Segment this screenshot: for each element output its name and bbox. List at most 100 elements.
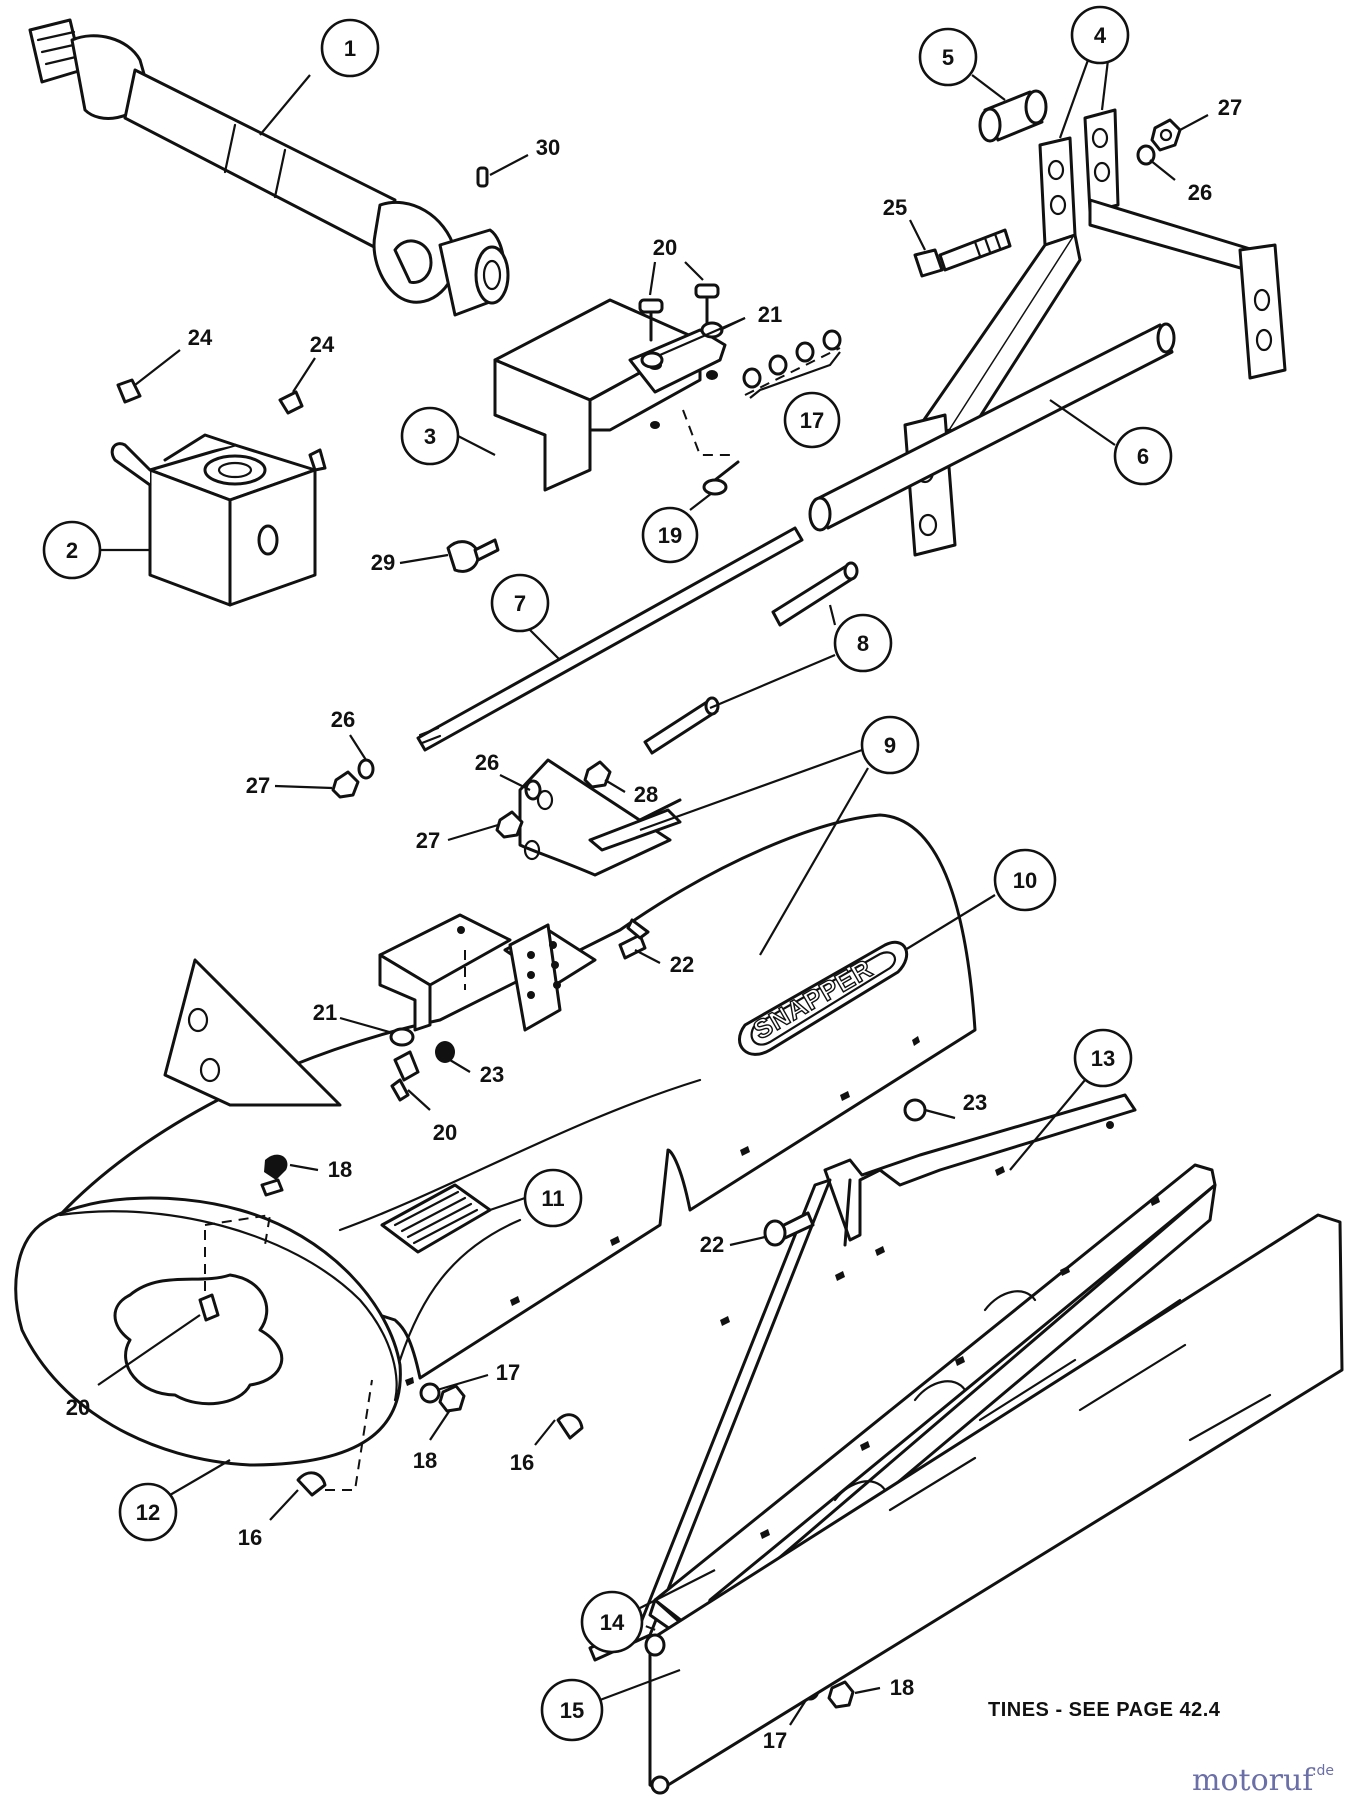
callout-17-circled: 17 bbox=[749, 351, 841, 449]
label-16-housing: 16 bbox=[238, 1489, 299, 1550]
callout-11-number: 11 bbox=[541, 1186, 564, 1211]
label-17-rail: 17 bbox=[763, 1699, 807, 1753]
label-24-right: 24 bbox=[292, 332, 335, 393]
label-20-top-number: 20 bbox=[653, 235, 677, 260]
callout-1: 1 bbox=[259, 18, 380, 136]
tines-note: TINES - SEE PAGE 42.4 bbox=[988, 1699, 1221, 1721]
callout-7-number: 7 bbox=[514, 591, 526, 616]
label-18-housing: 18 bbox=[413, 1409, 451, 1473]
label-26-bracket-number: 26 bbox=[475, 750, 499, 775]
callout-14-number: 14 bbox=[600, 1610, 625, 1635]
callout-9-number: 9 bbox=[884, 733, 896, 758]
screw-29-drawing bbox=[446, 538, 500, 573]
label-30-number: 30 bbox=[536, 135, 560, 160]
callout-5: 5 bbox=[918, 27, 1006, 101]
label-23-housing-number: 23 bbox=[480, 1062, 504, 1087]
label-20-top: 20 bbox=[648, 235, 704, 296]
label-24-left-number: 24 bbox=[188, 325, 213, 350]
label-21-housing-number: 21 bbox=[313, 1000, 337, 1025]
callout-8-number: 8 bbox=[857, 631, 869, 656]
label-17-rail-number: 17 bbox=[763, 1728, 787, 1753]
callout-12: 12 bbox=[118, 1459, 231, 1542]
label-26-rod-number: 26 bbox=[331, 707, 355, 732]
housing-hardware-drawing bbox=[198, 760, 650, 1497]
rail-14-drawing bbox=[629, 1163, 1217, 1709]
watermark-name: motoruf bbox=[1192, 1763, 1315, 1798]
label-22-housing: 22 bbox=[634, 949, 694, 977]
callout-13-number: 13 bbox=[1091, 1046, 1115, 1071]
callout-13: 13 bbox=[1009, 1028, 1133, 1171]
callout-14: 14 bbox=[580, 1569, 716, 1654]
callout-19-circled-number: 19 bbox=[658, 523, 682, 548]
label-19-cap-number: 20 bbox=[66, 1395, 90, 1420]
callout-17-circled-number: 17 bbox=[800, 408, 824, 433]
label-26-hitch-number: 26 bbox=[1188, 180, 1212, 205]
label-21-top-number: 21 bbox=[758, 302, 782, 327]
callout-1-number: 1 bbox=[344, 36, 356, 61]
callout-9: 9 bbox=[639, 715, 920, 956]
label-22-bracket-number: 22 bbox=[700, 1232, 724, 1257]
label-23-housing: 23 bbox=[449, 1059, 504, 1087]
label-29: 29 bbox=[371, 550, 449, 575]
label-26-hitch: 26 bbox=[1149, 159, 1212, 205]
callout-2-number: 2 bbox=[66, 538, 78, 563]
callout-2: 2 bbox=[42, 520, 150, 580]
pins-8-drawing bbox=[643, 561, 859, 755]
label-27-rod-number: 27 bbox=[246, 773, 270, 798]
label-18-top: 18 bbox=[289, 1157, 352, 1182]
label-22-housing-number: 22 bbox=[670, 952, 694, 977]
callout-15-number: 15 bbox=[560, 1698, 584, 1723]
label-17-housing-number: 17 bbox=[496, 1360, 520, 1385]
label-17-housing: 17 bbox=[436, 1360, 520, 1392]
label-21-housing: 21 bbox=[313, 1000, 394, 1035]
label-27-hitch: 27 bbox=[1179, 95, 1242, 131]
label-25: 25 bbox=[883, 195, 926, 251]
hitch-frame-drawing bbox=[903, 108, 1287, 557]
callout-6-number: 6 bbox=[1137, 444, 1149, 469]
label-25-number: 25 bbox=[883, 195, 907, 220]
callout-5-number: 5 bbox=[942, 45, 954, 70]
callout-12-number: 12 bbox=[136, 1500, 160, 1525]
label-28: 28 bbox=[604, 779, 658, 807]
label-20-housing: 20 bbox=[407, 1089, 457, 1145]
label-23-bracket: 23 bbox=[924, 1090, 987, 1120]
callout-8: 8 bbox=[709, 604, 893, 710]
callout-4-number: 4 bbox=[1094, 23, 1107, 48]
label-26-bracket: 26 bbox=[475, 750, 531, 791]
callout-11: 11 bbox=[489, 1168, 583, 1228]
label-24-right-number: 24 bbox=[310, 332, 335, 357]
callout-7: 7 bbox=[490, 573, 561, 661]
pin-30-drawing bbox=[476, 166, 489, 188]
watermark: motoruf .de bbox=[1192, 1763, 1334, 1798]
label-26-rod: 26 bbox=[331, 707, 367, 761]
label-21-top: 21 bbox=[659, 302, 782, 357]
label-18-housing-number: 18 bbox=[413, 1448, 437, 1473]
keys-24-drawing bbox=[116, 378, 304, 415]
label-18-rail: 18 bbox=[854, 1675, 914, 1700]
hitch-nut-drawing bbox=[1136, 118, 1182, 166]
callout-3-number: 3 bbox=[424, 424, 436, 449]
label-29-number: 29 bbox=[371, 550, 395, 575]
callout-6: 6 bbox=[1049, 399, 1173, 486]
shield-hardware-drawing bbox=[638, 283, 842, 496]
rod-end-nut-drawing bbox=[331, 758, 375, 799]
label-16-rail-number: 16 bbox=[510, 1450, 534, 1475]
label-27-bracket-number: 27 bbox=[416, 828, 440, 853]
spacer-5-drawing bbox=[978, 89, 1048, 143]
callout-19-circled: 19 bbox=[641, 492, 713, 564]
pto-shaft-drawing bbox=[28, 18, 510, 317]
bolt-25-drawing bbox=[913, 228, 1012, 278]
label-27-hitch-number: 27 bbox=[1218, 95, 1242, 120]
label-18-rail-number: 18 bbox=[890, 1675, 914, 1700]
label-20-housing-number: 20 bbox=[433, 1120, 457, 1145]
flap-15-drawing bbox=[644, 1213, 1344, 1795]
gearbox-shield-drawing bbox=[493, 298, 730, 492]
label-18-top-number: 18 bbox=[328, 1157, 352, 1182]
label-30: 30 bbox=[489, 135, 560, 176]
label-27-rod: 27 bbox=[246, 773, 333, 798]
label-16-rail: 16 bbox=[510, 1419, 556, 1475]
label-27-bracket: 27 bbox=[416, 823, 499, 853]
tiller-housing-drawing bbox=[14, 813, 977, 1467]
callout-15: 15 bbox=[540, 1668, 681, 1742]
